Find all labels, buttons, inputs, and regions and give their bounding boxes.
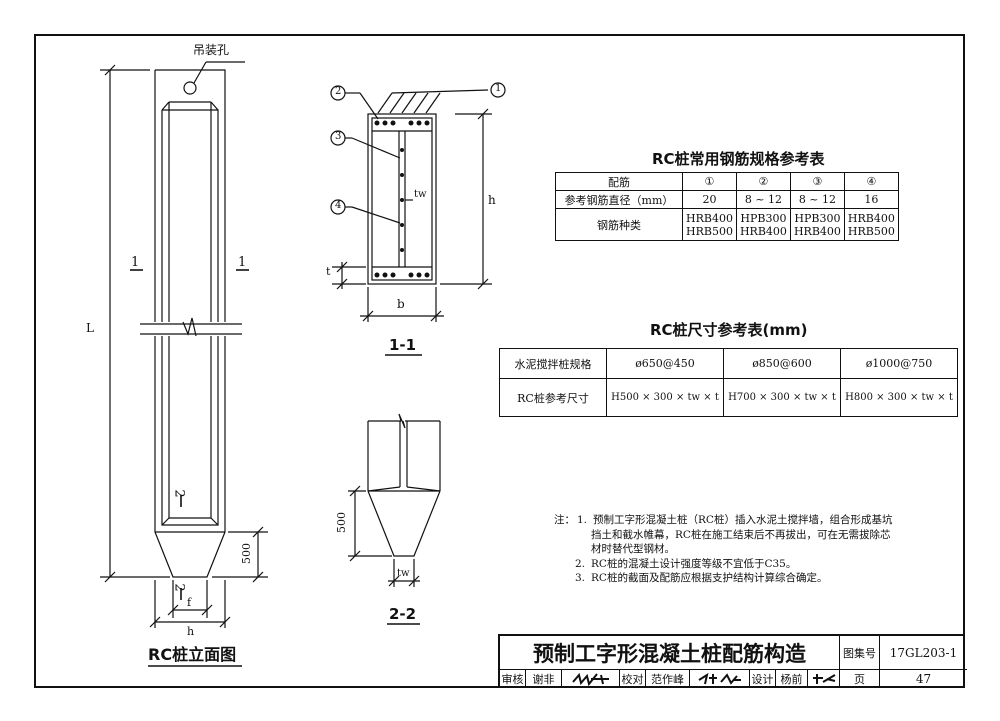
section-1-1-title: 1-1	[389, 336, 417, 354]
rebar-diameter-2: 8 ~ 12	[735, 190, 791, 209]
section-2-2-drawing	[348, 413, 441, 587]
rebar-diameter-1: 20	[682, 190, 737, 209]
size-row2-label: RC桩参考尺寸	[499, 378, 607, 417]
length-label: L	[86, 321, 94, 335]
section-mark-2-bottom: 2	[171, 583, 187, 592]
rebar-grade-label: 钢筋种类	[555, 208, 683, 241]
rebar-mark-2: ②	[735, 172, 791, 191]
dim-L	[100, 64, 170, 583]
title-block: 预制工字形混凝土桩配筋构造 图集号 17GL203-1 审核 谢非 校对 范作峰…	[498, 634, 967, 688]
spec-650: ø650@450	[606, 348, 724, 379]
page-number: 47	[915, 672, 932, 686]
note-1-line-3: 材时替代型钢材。	[591, 543, 675, 555]
h-dim-label: h	[187, 625, 195, 638]
section-2-2-title: 2-2	[389, 605, 417, 623]
rebar-grade-1a: HRB400	[686, 211, 733, 225]
callout-2: 2	[335, 86, 342, 97]
size-h800: H800 × 300 × tw × t	[840, 378, 958, 417]
tw-label-2: tw	[397, 568, 410, 579]
checker-name: 范作峰	[646, 670, 690, 688]
rebar-grade-2a: HPB300	[740, 211, 787, 225]
h-label-1: h	[488, 193, 496, 207]
dim-f-h	[149, 580, 231, 628]
reviewer-name: 谢非	[526, 670, 562, 688]
size-table: 水泥搅拌桩规格 ø650@450 ø850@600 ø1000@750 RC桩参…	[499, 348, 958, 417]
checker-signature	[690, 670, 750, 688]
size-h700: H700 × 300 × tw × t	[723, 378, 841, 417]
section-mark-1-left: 1	[131, 255, 140, 270]
reviewer-signature	[562, 670, 620, 688]
hoist-hole-label: 吊装孔	[193, 43, 230, 57]
rebar-grade-4a: HRB400	[847, 211, 895, 225]
page-label: 页	[840, 670, 880, 688]
designer-name: 杨前	[776, 670, 808, 688]
rebar-table-title: RC桩常用钢筋规格参考表	[652, 150, 825, 168]
note-3-line-1: RC桩的截面及配筋应根据支护结构计算综合确定。	[591, 572, 828, 584]
note-3-no: 3.	[575, 572, 586, 584]
break-mark	[140, 317, 242, 337]
drawing-title: 预制工字形混凝土桩配筋构造	[500, 636, 840, 670]
spec-1000: ø1000@750	[840, 348, 958, 379]
rebar-grade-4b: HRB500	[847, 224, 895, 238]
note-2-line-1: RC桩的混凝土设计强度等级不宜低于C35。	[591, 557, 797, 570]
atlas-label: 图集号	[840, 636, 880, 670]
rebar-header-label: 配筋	[555, 172, 683, 191]
note-1-line-2: 挡土和截水帷幕，RC桩在施工结束后不再拔出，可在无需拔除芯	[591, 528, 891, 541]
rebar-diameter-label: 参考钢筋直径（mm）	[555, 190, 683, 209]
notes: 注： 1. 预制工字形混凝土桩（RC桩）插入水泥土搅拌墙，组合形成基坑 挡土和截…	[528, 513, 892, 586]
note-1-line-1: 预制工字形混凝土桩（RC桩）插入水泥土搅拌墙，组合形成基坑	[593, 514, 893, 526]
rebar-grade-1b: HRB500	[686, 224, 733, 238]
spec-850: ø850@600	[723, 348, 841, 379]
note-2-no: 2.	[575, 557, 586, 570]
size-table-title: RC桩尺寸参考表(mm)	[650, 321, 808, 339]
section-1-1-drawing	[332, 89, 492, 322]
rebar-mark-1: ①	[682, 172, 737, 191]
atlas-number: 17GL203-1	[880, 636, 967, 670]
b-label: b	[397, 297, 405, 311]
check-label: 校对	[620, 670, 646, 688]
elevation-title: RC桩立面图	[148, 645, 237, 664]
pile-elevation	[154, 61, 245, 578]
dim-500-elev	[212, 526, 268, 583]
rebar-grade-3b: HRB400	[793, 224, 841, 238]
review-label: 审核	[500, 670, 526, 688]
section-2-height-label: 500	[335, 512, 348, 533]
designer-signature	[808, 670, 840, 688]
notes-heading: 注：	[554, 514, 575, 526]
f-dim-label: f	[187, 596, 192, 609]
note-1-no: 1.	[577, 514, 588, 526]
section-mark-2-top: 2	[171, 489, 187, 498]
rebar-grade-2b: HRB400	[739, 224, 787, 238]
tip-height-label: 500	[240, 543, 253, 564]
rebar-mark-4: ④	[843, 172, 899, 191]
rebar-table: 配筋 ① ② ③ ④ 参考钢筋直径（mm） 20 8 ~ 12 8 ~ 12 1…	[555, 172, 899, 241]
section-mark-1-right: 1	[238, 255, 247, 270]
callout-4: 4	[335, 200, 342, 211]
rebar-diameter-4: 16	[843, 190, 899, 209]
rebar-diameter-3: 8 ~ 12	[789, 190, 845, 209]
size-h500: H500 × 300 × tw × t	[606, 378, 724, 417]
rebar-mark-3: ③	[789, 172, 845, 191]
callout-3: 3	[335, 131, 342, 142]
rebar-grade-3a: HPB300	[794, 211, 841, 225]
t-label: t	[326, 265, 331, 278]
size-row1-label: 水泥搅拌桩规格	[499, 348, 607, 379]
tw-label-1: tw	[414, 189, 427, 200]
design-label: 设计	[750, 670, 776, 688]
callout-1: 1	[495, 83, 502, 94]
